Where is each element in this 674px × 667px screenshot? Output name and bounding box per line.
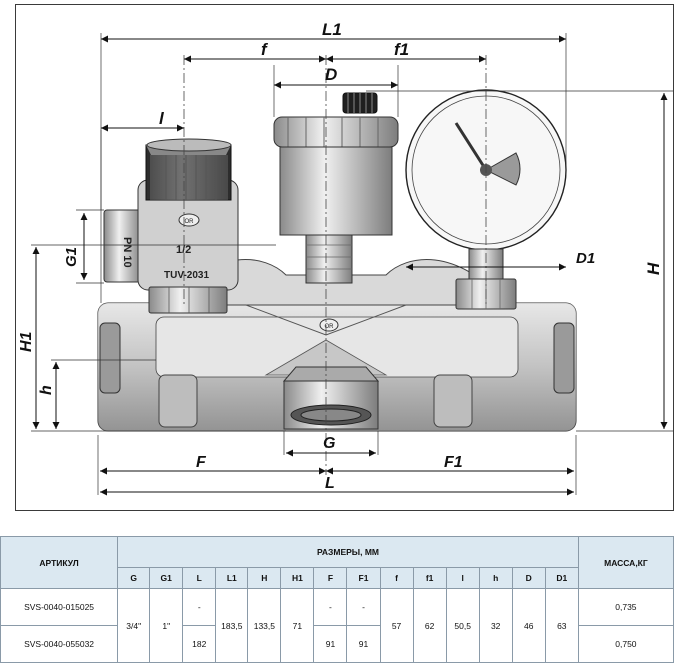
cell-f: 57 (379, 588, 414, 663)
label-G: G (323, 435, 335, 452)
label-H: H (644, 262, 663, 275)
label-F: F (196, 454, 207, 471)
mass-cell: 0,750 (577, 625, 674, 663)
col-header-l: l (445, 567, 480, 589)
centerlines (183, 55, 487, 475)
left-valve: OR PN 10 1/2 TUV-2031 (103, 138, 239, 314)
cell-h: 32 (478, 588, 513, 663)
label-l: l (159, 109, 165, 128)
cell-f1: 62 (412, 588, 447, 663)
col-header-G: G (117, 567, 151, 589)
cell-L1: 183,5 (215, 588, 249, 663)
label-D: D (325, 65, 337, 84)
cell-L: 182 (182, 625, 217, 663)
col-header-f1: f1 (412, 567, 447, 589)
label-F1: F1 (444, 454, 463, 471)
col-header-h: h (478, 567, 513, 589)
table-row: SVS-0040-015025 3/4" 1" - 183,5 133,5 71… (0, 588, 674, 663)
article-cell: SVS-0040-015025 (0, 588, 119, 626)
article-header: АРТИКУЛ (0, 536, 119, 589)
col-header-L: L (182, 567, 217, 589)
label-L1: L1 (322, 20, 342, 39)
col-header-f: f (379, 567, 414, 589)
article-cell: SVS-0040-055032 (0, 625, 119, 663)
dimensions-header: РАЗМЕРЫ, ММ (117, 536, 579, 568)
extension-lines (31, 33, 673, 495)
table-header-row: АРТИКУЛ РАЗМЕРЫ, ММ МАССА,КГ (0, 536, 674, 589)
col-header-F: F (313, 567, 348, 589)
dimension-labels: L1 f f1 D l G1 D1 H H1 h G F F1 L (18, 20, 663, 492)
technical-drawing: OR OR PN 10 1/2 TUV-2031 (15, 4, 674, 511)
cell-l: 50,5 (445, 588, 480, 663)
spec-table: АРТИКУЛ РАЗМЕРЫ, ММ МАССА,КГ G G1 L L1 H… (0, 536, 674, 663)
mass-cell: 0,735 (577, 588, 674, 626)
cell-D: 46 (511, 588, 546, 663)
cell-L: - (182, 588, 217, 626)
cell-G1: 1" (149, 588, 184, 663)
cell-F: 91 (313, 625, 348, 663)
cell-F1: - (346, 588, 381, 626)
col-header-H: H (247, 567, 282, 589)
mass-header: МАССА,КГ (577, 536, 674, 589)
col-header-F1: F1 (346, 567, 381, 589)
tuv-marking: TUV-2031 (164, 270, 209, 281)
col-header-G1: G1 (149, 567, 184, 589)
label-G1: G1 (63, 247, 80, 267)
cell-D1: 63 (544, 588, 579, 663)
cell-H1: 71 (280, 588, 315, 663)
cell-F1: 91 (346, 625, 381, 663)
label-f1: f1 (394, 40, 409, 59)
col-header-H1: H1 (280, 567, 315, 589)
label-H1: H1 (18, 331, 35, 352)
body-logo: OR (325, 324, 335, 330)
drawing-svg: OR OR PN 10 1/2 TUV-2031 (18, 20, 673, 496)
cell-G: 3/4" (117, 588, 151, 663)
label-D1: D1 (576, 250, 595, 267)
dimension-lines (32, 35, 668, 496)
air-vent (273, 92, 399, 284)
col-header-D: D (511, 567, 546, 589)
col-header-D1: D1 (544, 567, 579, 589)
label-L: L (325, 475, 335, 492)
valve-logo: OR (185, 219, 195, 225)
cell-F: - (313, 588, 348, 626)
table-row: SVS-0040-055032 182 91 91 0,750 (0, 625, 674, 663)
label-f: f (261, 40, 269, 59)
cell-H: 133,5 (247, 588, 282, 663)
label-h: h (38, 385, 55, 395)
table-subheader-row: G G1 L L1 H H1 F F1 f f1 l h D D1 (1, 567, 674, 589)
col-header-L1: L1 (215, 567, 249, 589)
pn-marking: PN 10 (121, 237, 133, 268)
